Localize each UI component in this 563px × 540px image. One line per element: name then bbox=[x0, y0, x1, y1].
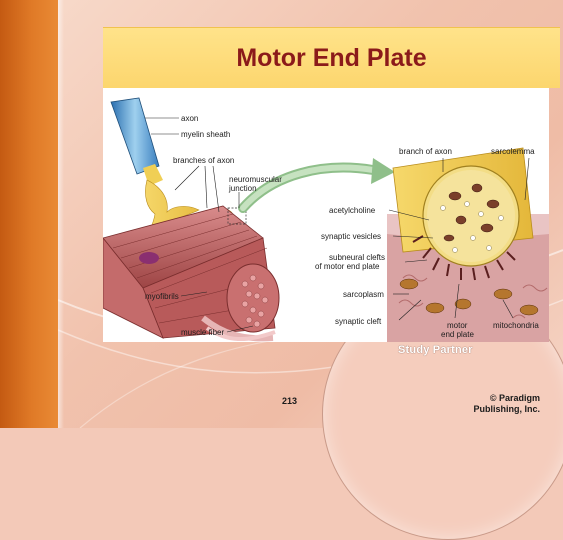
page-number: 213 bbox=[282, 396, 297, 406]
axon-illustration bbox=[111, 98, 163, 186]
copyright-line2: Publishing, Inc. bbox=[430, 404, 540, 415]
motor-end-plate-enlarged bbox=[387, 148, 549, 342]
watermark-text: Study Partner bbox=[398, 344, 473, 356]
label-muscle-fiber: muscle fiber bbox=[181, 328, 224, 337]
label-junction: junction bbox=[228, 184, 257, 193]
label-of-motor-end-plate: of motor end plate bbox=[315, 262, 380, 271]
label-sarcoplasm: sarcoplasm bbox=[343, 290, 384, 299]
title-banner: Motor End Plate bbox=[103, 27, 560, 88]
slide-title: Motor End Plate bbox=[103, 28, 560, 88]
label-branches-of-axon: branches of axon bbox=[173, 156, 234, 165]
label-end-plate: end plate bbox=[441, 330, 474, 339]
muscle-fiber-bundle bbox=[103, 206, 279, 339]
label-acetylcholine: acetylcholine bbox=[329, 206, 376, 215]
label-myelin-sheath: myelin sheath bbox=[181, 130, 230, 139]
label-axon: axon bbox=[181, 114, 198, 123]
label-synaptic-cleft: synaptic cleft bbox=[335, 317, 382, 326]
label-branch-of-axon: branch of axon bbox=[399, 147, 452, 156]
copyright: © Paradigm Publishing, Inc. bbox=[430, 393, 540, 415]
left-accent-bar bbox=[0, 0, 58, 428]
label-sarcolemma: sarcolemma bbox=[491, 147, 535, 156]
label-synaptic-vesicles: synaptic vesicles bbox=[321, 232, 381, 241]
copyright-line1: © Paradigm bbox=[430, 393, 540, 404]
motor-end-plate-figure: axon myelin sheath branches of axon neur… bbox=[103, 88, 549, 342]
label-myofibrils: myofibrils bbox=[145, 292, 179, 301]
label-motor: motor bbox=[447, 321, 468, 330]
label-subneural-clefts: subneural clefts bbox=[329, 253, 385, 262]
label-neuromuscular: neuromuscular bbox=[229, 175, 282, 184]
label-mitochondria: mitochondria bbox=[493, 321, 539, 330]
